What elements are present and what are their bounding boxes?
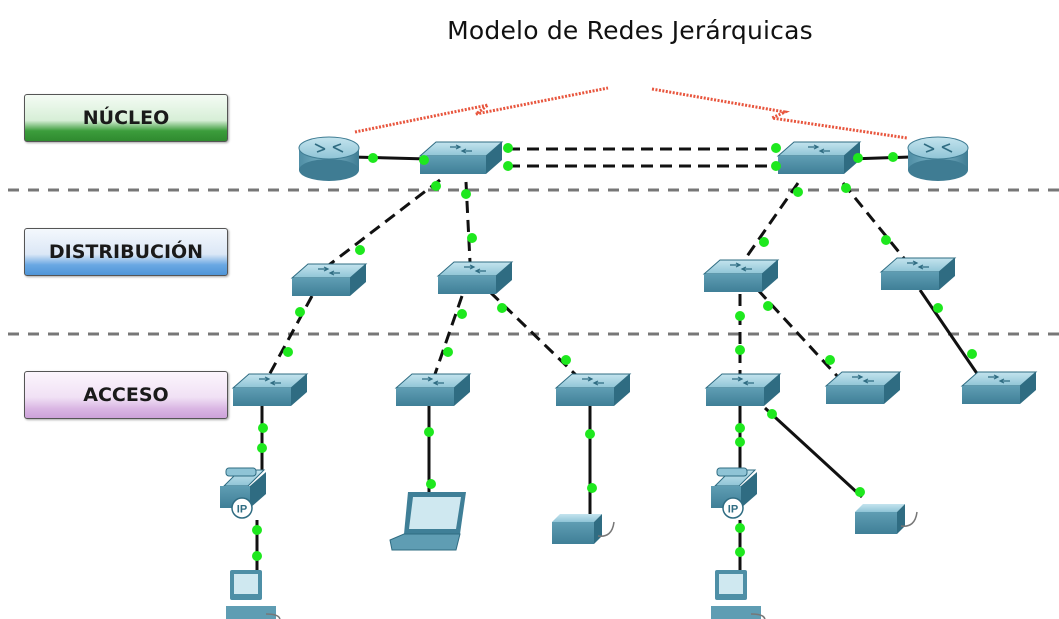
wan-link-right bbox=[651, 87, 908, 140]
link-core-right-dist-d bbox=[841, 182, 909, 263]
ip-phone-icon[interactable]: IP bbox=[711, 467, 757, 519]
link-status-dots bbox=[252, 143, 977, 561]
switch-icon[interactable] bbox=[418, 141, 504, 174]
switch-icon[interactable] bbox=[394, 373, 472, 406]
page-title: Modelo de Redes Jerárquicas bbox=[447, 16, 813, 45]
layer-access-button[interactable]: ACCESO bbox=[24, 371, 228, 419]
router-icon[interactable] bbox=[907, 136, 969, 181]
switch-icon[interactable] bbox=[702, 259, 780, 292]
link-dist-a-access-a bbox=[266, 295, 314, 378]
switch-icon[interactable] bbox=[231, 373, 309, 406]
layer-core-button[interactable]: NÚCLEO bbox=[24, 94, 228, 142]
ip-badge-label: IP bbox=[728, 504, 738, 516]
dashed-links bbox=[266, 147, 909, 379]
printer-icon[interactable] bbox=[552, 514, 615, 544]
desktop-pc-icon[interactable] bbox=[711, 570, 766, 619]
desktop-pc-icon[interactable] bbox=[226, 570, 281, 619]
layer-distribution-button[interactable]: DISTRIBUCIÓN bbox=[24, 228, 228, 276]
ip-badge-label: IP bbox=[237, 504, 247, 516]
switch-icon[interactable] bbox=[554, 373, 632, 406]
laptop-icon[interactable] bbox=[389, 492, 466, 551]
link-core-left-dist-a bbox=[324, 178, 441, 270]
switch-icon[interactable] bbox=[824, 371, 902, 404]
link-router-left-core-switch bbox=[351, 155, 429, 161]
link-dist-d-access-f bbox=[918, 289, 980, 376]
ip-phone-icon[interactable]: IP bbox=[220, 467, 266, 519]
switch-icon[interactable] bbox=[879, 257, 957, 290]
switch-icon[interactable] bbox=[436, 261, 514, 294]
wan-link-left bbox=[354, 86, 609, 134]
switch-icon[interactable] bbox=[290, 263, 368, 296]
switch-icon[interactable] bbox=[704, 373, 782, 406]
link-access-d-printer bbox=[763, 406, 864, 499]
layer-distribution-label: DISTRIBUCIÓN bbox=[48, 241, 204, 263]
link-core-left-dist-b bbox=[464, 181, 472, 263]
switch-icon[interactable] bbox=[776, 141, 862, 174]
router-icon[interactable] bbox=[298, 136, 360, 181]
layer-access-label: ACCESO bbox=[83, 384, 169, 406]
link-dist-b-access-b bbox=[432, 295, 464, 378]
switch-icon[interactable] bbox=[960, 371, 1038, 404]
layer-core-label: NÚCLEO bbox=[82, 107, 170, 129]
printer-icon[interactable] bbox=[855, 504, 918, 534]
link-core-right-dist-c bbox=[741, 182, 800, 263]
